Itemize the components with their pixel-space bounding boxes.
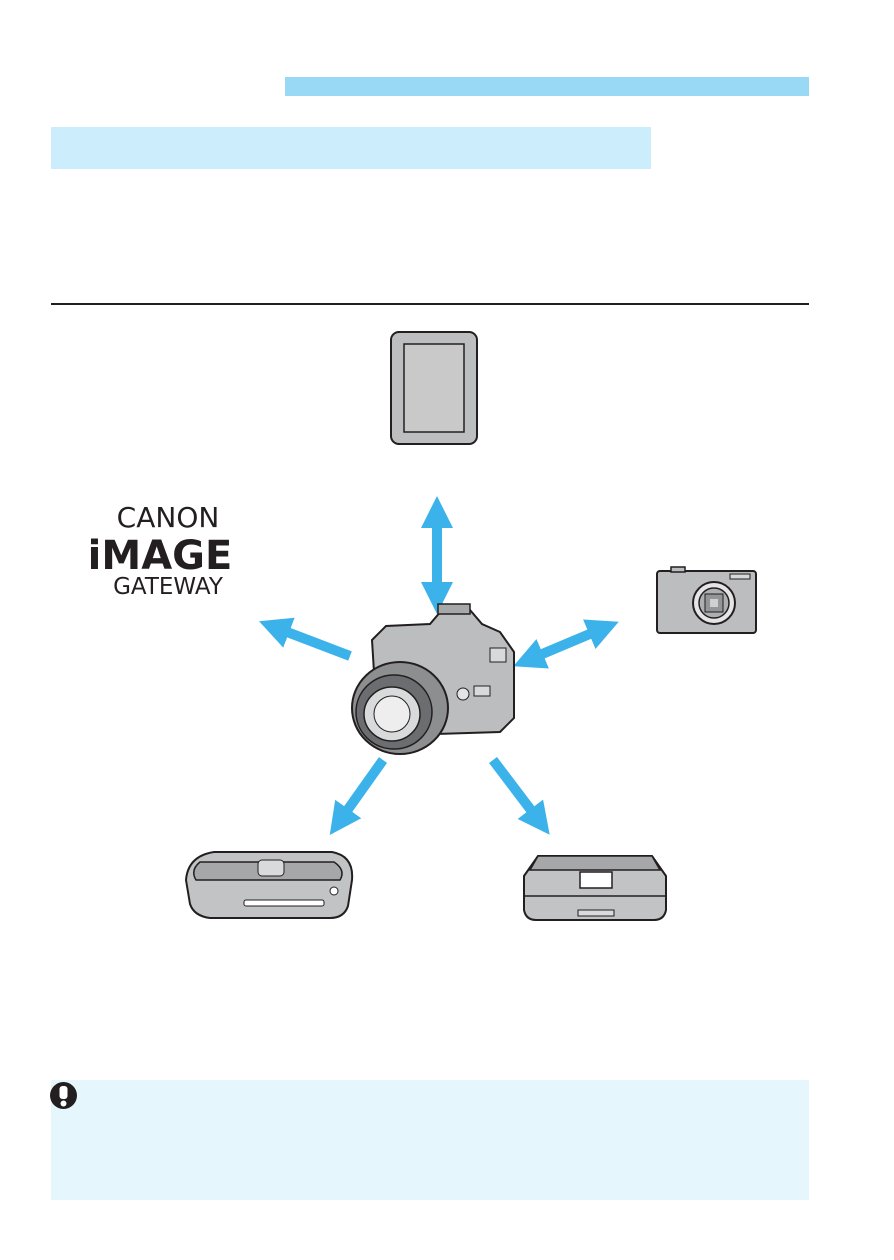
logo-line-gateway: GATEWAY (113, 574, 224, 600)
wifi-connection-diagram: CANON iMAGE GATEWAY (0, 320, 894, 960)
logo-line-image: iMAGE (88, 533, 233, 579)
arrow-compact-camera (528, 628, 604, 660)
arrow-web-service (274, 627, 350, 656)
logo-line-canon: CANON (117, 501, 220, 534)
printer-icon (524, 856, 666, 920)
connect-station-icon (186, 852, 352, 918)
dslr-camera-icon (352, 604, 514, 754)
section-divider (51, 303, 809, 305)
section-heading-band (51, 127, 651, 169)
caution-note-box (51, 1080, 809, 1200)
caution-icon (49, 1081, 78, 1110)
arrow-connect-station (339, 760, 383, 822)
compact-camera-icon (657, 567, 756, 633)
canon-image-gateway-logo: CANON iMAGE GATEWAY (88, 501, 233, 600)
smartphone-icon (391, 332, 477, 444)
arrow-printer (493, 760, 540, 822)
page-header-band (285, 77, 809, 96)
